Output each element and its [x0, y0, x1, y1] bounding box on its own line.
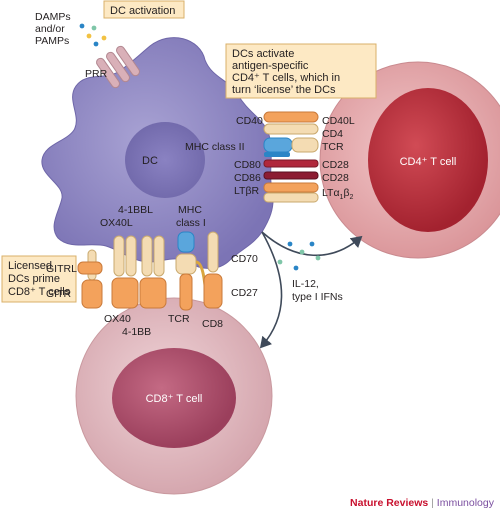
prime-box: Licensed DCs prime CD8⁺ T cells — [1, 255, 77, 303]
cd40l-label: CD40L — [322, 115, 355, 127]
damps-group: DAMPs and/or PAMPs — [35, 11, 107, 47]
license-line-1: DCs activate — [232, 48, 294, 60]
dc-activation-label: DC activation — [110, 5, 175, 17]
cd4-interface: CD40 MHC class II CD80 CD86 LTβR CD40L C… — [185, 111, 355, 203]
prime-line-2: DCs prime — [8, 273, 60, 285]
cd70-label: CD70 — [231, 253, 258, 265]
cd8-interface: 4-1BBL OX40L MHC class I GITRL GITR OX40… — [46, 204, 258, 338]
arrow-icon — [261, 231, 363, 257]
41bbl-label: 4-1BBL — [118, 204, 153, 216]
molecule-dot-icon — [93, 41, 99, 47]
cytokines-line-1: IL-12, — [292, 278, 319, 290]
damps-line-1: DAMPs — [35, 11, 71, 23]
arrow-icon — [259, 231, 283, 349]
cd8-t-cell: CD8⁺ T cell — [75, 297, 273, 495]
gitrl-label: GITRL — [46, 263, 77, 275]
cd4-label: CD4 — [322, 128, 343, 140]
cd27-label: CD27 — [231, 287, 258, 299]
license-line-3: CD4⁺ T cells, which in — [232, 72, 340, 84]
molecule-dot-icon — [315, 255, 321, 261]
molecule-dot-icon — [79, 23, 85, 29]
cytokine-signals: IL-12, type I IFNs — [259, 231, 363, 349]
molecule-dot-icon — [101, 35, 107, 41]
cd28-label-1: CD28 — [322, 159, 349, 171]
class-i-label: class I — [176, 217, 206, 229]
gitr-label: GITR — [46, 288, 71, 300]
license-line-4: turn ‘license’ the DCs — [232, 84, 336, 96]
cd4-t-cell: CD4⁺ T cell — [319, 61, 500, 259]
dendritic-cell: DC — [41, 37, 274, 269]
damps-line-2: and/or — [35, 23, 65, 35]
molecule-dot-icon — [91, 25, 97, 31]
prr-receptor: PRR — [85, 45, 140, 89]
molecule-dot-icon — [299, 249, 305, 255]
molecule-dot-icon — [287, 241, 293, 247]
ox40-label: OX40 — [104, 313, 131, 325]
license-box: DCs activate antigen-specific CD4⁺ T cel… — [225, 43, 377, 99]
dc-activation-box: DC activation — [103, 0, 185, 19]
molecule-dot-icon — [293, 265, 299, 271]
dc-label: DC — [142, 155, 158, 167]
damps-line-3: PAMPs — [35, 35, 69, 47]
prr-label: PRR — [85, 68, 108, 80]
lt-alpha-beta-label: LTα1β2 — [322, 187, 354, 201]
prime-line-1: Licensed — [8, 260, 52, 272]
41bb-label: 4-1BB — [122, 326, 151, 338]
journal-credit: Nature Reviews | Immunology — [350, 497, 495, 509]
cd28-label-2: CD28 — [322, 172, 349, 184]
ltbr-label: LTβR — [234, 185, 260, 197]
mhc-class-ii-label: MHC class II — [185, 141, 245, 153]
cd40-label: CD40 — [236, 115, 263, 127]
molecule-dot-icon — [86, 33, 92, 39]
cd4-cell-label: CD4⁺ T cell — [400, 156, 457, 168]
ox40l-label: OX40L — [100, 217, 133, 229]
molecule-dot-icon — [277, 259, 283, 265]
prime-line-3: CD8⁺ T cells — [8, 286, 71, 298]
mhc-label: MHC — [178, 204, 202, 216]
license-line-2: antigen-specific — [232, 60, 309, 72]
cd8-label: CD8 — [202, 318, 223, 330]
cd86-label: CD86 — [234, 172, 261, 184]
cd80-label: CD80 — [234, 159, 261, 171]
cytokines-line-2: type I IFNs — [292, 291, 343, 303]
cd8-cell-label: CD8⁺ T cell — [146, 393, 203, 405]
molecule-dot-icon — [309, 241, 315, 247]
tcr-label: TCR — [322, 141, 344, 153]
tcr-cd8-label: TCR — [168, 313, 190, 325]
